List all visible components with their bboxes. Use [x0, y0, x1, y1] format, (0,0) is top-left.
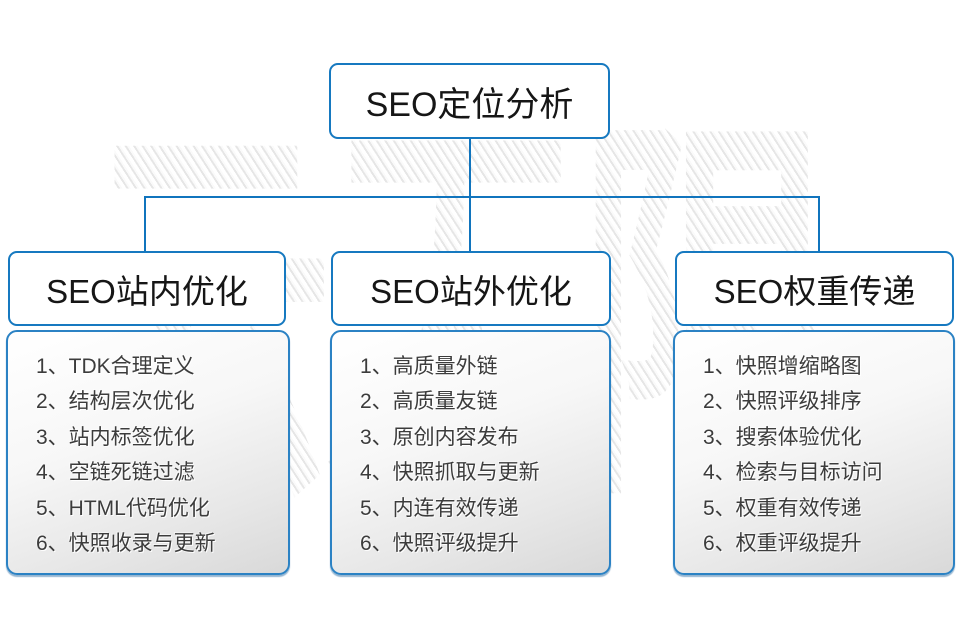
- column-header-onsite-seo: SEO站内优化: [8, 251, 286, 326]
- list-item: 1、高质量外链: [360, 355, 498, 378]
- connector-right-vertical: [818, 198, 820, 251]
- list-item: 2、高质量友链: [360, 390, 498, 414]
- column-header-weight-transfer: SEO权重传递: [675, 251, 954, 326]
- list-item: 2、结构层次优化: [36, 390, 195, 414]
- list-item: 2、快照评级排序: [703, 390, 862, 414]
- list-item: 5、内连有效传递: [360, 496, 519, 520]
- list-item: 3、原创内容发布: [360, 425, 519, 449]
- offsite-seo-list: 1、高质量外链 2、高质量友链 3、原创内容发布 4、快照抓取与更新 5、内连有…: [330, 330, 611, 575]
- root-node-seo-positioning-analysis: SEO定位分析: [329, 63, 610, 139]
- list-item: 4、空链死链过滤: [36, 461, 195, 485]
- column-header-label: SEO站外优化: [370, 272, 572, 310]
- list-item: 6、快照收录与更新: [36, 532, 216, 556]
- list-item: 4、快照抓取与更新: [360, 461, 540, 485]
- list-item: 3、站内标签优化: [36, 425, 195, 449]
- connector-left-vertical: [144, 198, 146, 251]
- root-node-label: SEO定位分析: [365, 85, 574, 124]
- list-item: 4、检索与目标访问: [703, 461, 883, 485]
- column-header-offsite-seo: SEO站外优化: [331, 251, 611, 326]
- list-item: 6、快照评级提升: [360, 532, 519, 556]
- list-item: 3、搜索体验优化: [703, 425, 862, 449]
- list-item: 5、HTML代码优化: [36, 496, 210, 520]
- column-header-label: SEO权重传递: [713, 272, 916, 310]
- connector-root-vertical: [469, 139, 471, 197]
- weight-transfer-list: 1、快照增缩略图 2、快照评级排序 3、搜索体验优化 4、检索与目标访问 5、权…: [673, 330, 955, 575]
- connector-middle-vertical: [469, 198, 471, 251]
- list-item: 6、权重评级提升: [703, 532, 862, 556]
- column-header-label: SEO站内优化: [46, 272, 248, 310]
- list-item: 5、权重有效传递: [703, 496, 862, 520]
- onsite-seo-list: 1、TDK合理定义 2、结构层次优化 3、站内标签优化 4、空链死链过滤 5、H…: [6, 330, 290, 575]
- list-item: 1、快照增缩略图: [703, 355, 862, 378]
- connector-horizontal: [144, 196, 820, 198]
- list-item: 1、TDK合理定义: [36, 355, 195, 378]
